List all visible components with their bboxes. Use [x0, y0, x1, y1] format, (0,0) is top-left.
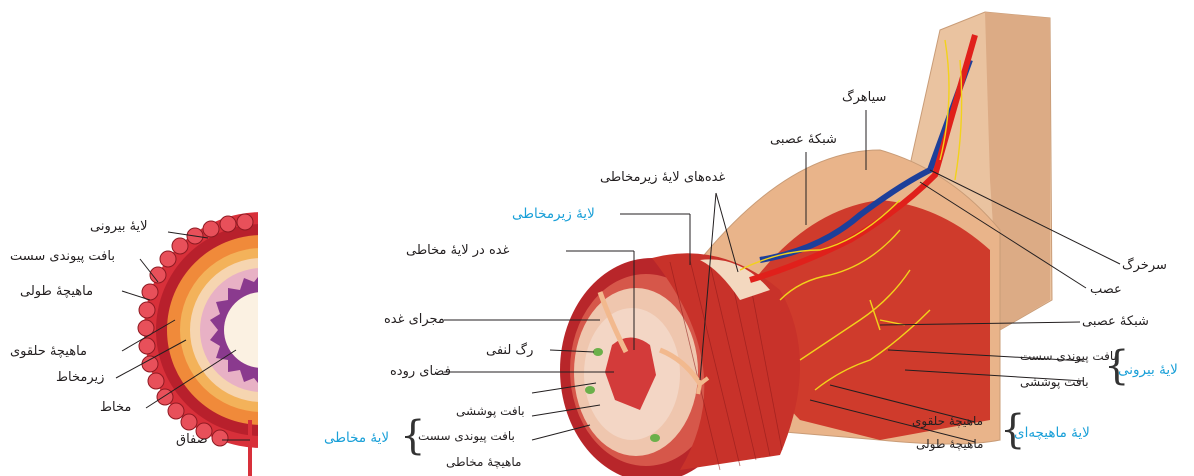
- label-mucosa-loose-connective: بافت پیوندی سست: [418, 428, 515, 444]
- label-mucosa-muscle: ماهیچهٔ مخاطی: [446, 454, 521, 470]
- label-muscle-layer-group: لایهٔ ماهیچه‌ای: [1014, 425, 1090, 441]
- label-loose-connective: بافت پیوندی سست: [10, 249, 115, 265]
- label-outer-layer-group: لایهٔ بیرونی: [1118, 362, 1178, 378]
- label-mucosal-gland: غده در لایهٔ مخاطی: [406, 243, 509, 259]
- label-lymph-vessel: رگ لنفی: [486, 343, 533, 359]
- label-mucosa: مخاط: [100, 400, 131, 416]
- label-nerve: عصب: [1090, 282, 1122, 298]
- label-mucosa-epithelial: بافت پوششی: [456, 403, 525, 419]
- label-mucosa-layer-group: لایهٔ مخاطی: [324, 430, 389, 446]
- label-outer-epithelial: بافت پوششی: [1020, 374, 1089, 390]
- label-circular-muscle-main: ماهیچهٔ حلقوی: [912, 413, 983, 429]
- label-longitudinal-muscle: ماهیچهٔ طولی: [20, 284, 93, 300]
- label-submucosa: زیرمخاط: [56, 370, 104, 386]
- label-outer-layer: لایهٔ بیرونی: [90, 219, 148, 235]
- label-longitudinal-muscle-main: ماهیچهٔ طولی: [916, 436, 983, 452]
- label-gland-duct: مجرای غده: [384, 312, 445, 328]
- label-submucosal-glands: غده‌های لایهٔ زیرمخاطی: [600, 170, 725, 186]
- label-nerve-network-right: شبکهٔ عصبی: [1082, 314, 1149, 330]
- label-lumen: فضای روده: [390, 364, 451, 380]
- mucosa-layer-brace: {: [400, 416, 425, 456]
- label-artery: سرخرگ: [1122, 258, 1167, 274]
- label-mesentery: صفاق: [176, 432, 208, 448]
- label-submucosal-layer: لایهٔ زیرمخاطی: [512, 206, 595, 222]
- intestine-3d-diagram: [560, 12, 1052, 476]
- label-outer-loose-connective: بافت پیوندی سست: [1020, 348, 1117, 364]
- label-circular-muscle: ماهیچهٔ حلقوی: [10, 344, 87, 360]
- label-vein: سیاهرگ: [842, 90, 886, 106]
- label-nerve-network-top: شبکهٔ عصبی: [770, 132, 837, 148]
